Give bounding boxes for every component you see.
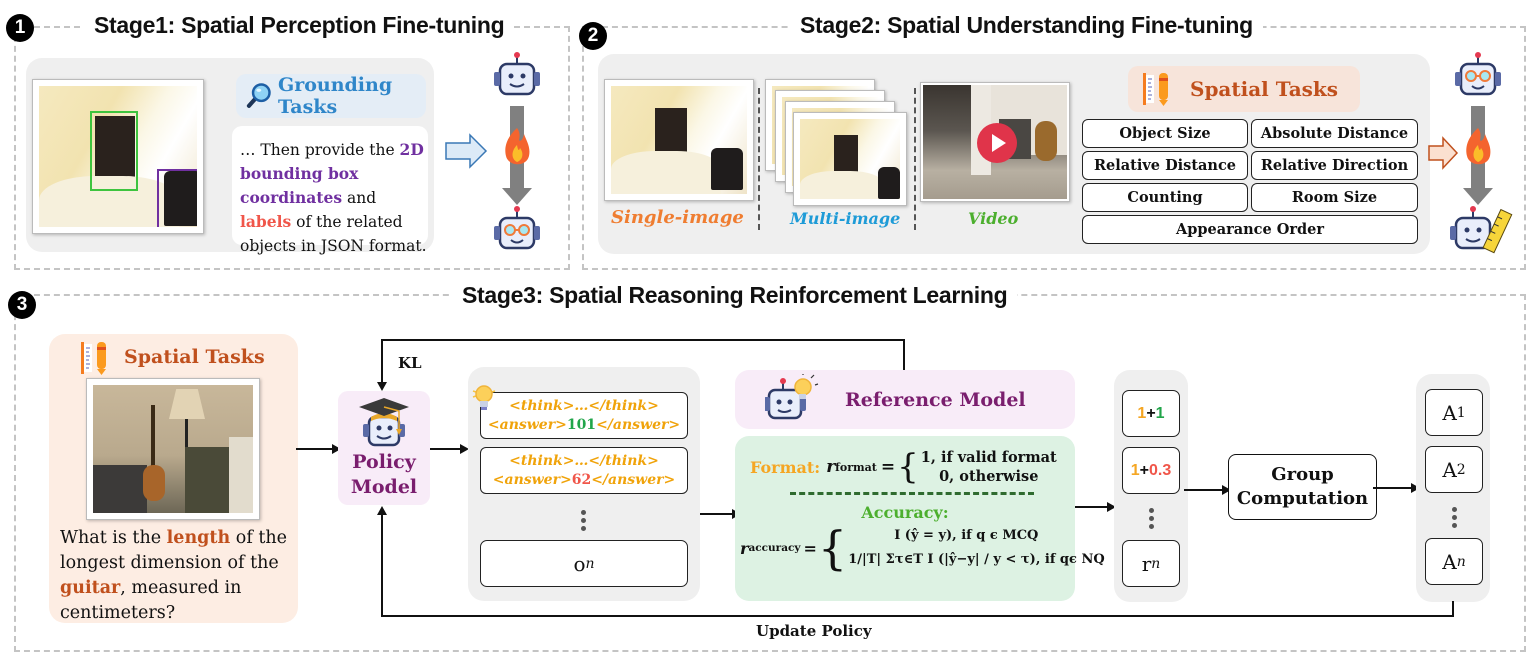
grounding-tasks-title: Grounding Tasks xyxy=(277,74,393,118)
question-length-highlight: length xyxy=(166,528,231,548)
update-line-horizontal xyxy=(381,615,1454,617)
fire-icon xyxy=(505,128,530,165)
kl-line-horizontal xyxy=(381,339,905,341)
stage3-task-title: Spatial Tasks xyxy=(124,346,265,368)
stage2-spatial-tasks-title: Spatial Tasks xyxy=(1190,77,1339,101)
glasses-robot-icon xyxy=(1455,52,1501,96)
output-1-value: 101 xyxy=(566,416,597,433)
arrow-task-to-policy xyxy=(296,448,334,450)
output-2-value: 62 xyxy=(571,471,592,488)
reward-2: 1+0.3 xyxy=(1122,447,1180,494)
task-relative-direction: Relative Direction xyxy=(1251,151,1418,180)
prompt-bbox-highlight: 2D bounding box coordinates xyxy=(240,140,424,207)
update-line-vertical-left xyxy=(381,514,383,617)
stage2-spatial-tasks-header: Spatial Tasks xyxy=(1128,66,1360,112)
advantages-ellipsis xyxy=(1452,507,1457,528)
question-guitar-highlight: guitar xyxy=(60,578,121,598)
update-line-vertical-right xyxy=(1452,601,1454,617)
arrow-group-to-advantages xyxy=(1373,487,1413,489)
stage3-question: What is the length of the longest dimens… xyxy=(60,528,288,623)
kl-line-vertical-left xyxy=(381,339,383,384)
reward-1: 1+1 xyxy=(1122,390,1180,437)
prompt-middle: and xyxy=(342,189,377,207)
grounding-prompt-box: … Then provide the 2D bounding box coord… xyxy=(232,126,428,255)
single-image-label: Single-image xyxy=(611,207,744,228)
arrow-reward-to-scores xyxy=(1075,506,1109,508)
task-room-size: Room Size xyxy=(1251,183,1418,212)
prompt-labels-highlight: labels xyxy=(240,212,292,231)
stage3-title: Stage3: Spatial Reasoning Reinforcement … xyxy=(452,282,1018,309)
format-case-valid: 1, if valid format xyxy=(920,449,1057,466)
outputs-ellipsis xyxy=(581,510,586,531)
ruler-robot-icon xyxy=(1450,206,1513,254)
output-2: <think>…</think> <answer>62</answer> xyxy=(480,447,688,494)
ruler-pencil-icon xyxy=(1143,73,1168,106)
arrow-outputs-to-reward xyxy=(700,513,734,515)
stage1-room-photo xyxy=(32,79,204,234)
format-label: Format: xyxy=(750,457,821,477)
room-image xyxy=(39,86,197,227)
task-absolute-distance: Absolute Distance xyxy=(1251,119,1418,148)
stage2-separator-1 xyxy=(758,88,760,230)
reference-robot-icon xyxy=(765,373,819,419)
task-object-size: Object Size xyxy=(1082,119,1248,148)
task-counting: Counting xyxy=(1082,183,1248,212)
reference-model-label: Reference Model xyxy=(845,388,1026,411)
bbox-green xyxy=(90,111,138,191)
kl-label: KL xyxy=(398,354,422,372)
glasses-robot-icon xyxy=(494,206,540,250)
ruler-pencil-icon xyxy=(81,342,106,375)
arrow-policy-to-outputs xyxy=(430,448,462,450)
prompt-prefix: … Then provide the xyxy=(240,141,400,159)
stage2-title: Stage2: Spatial Understanding Fine-tunin… xyxy=(790,12,1263,39)
accuracy-label: Accuracy: xyxy=(861,503,949,522)
task-relative-distance: Relative Distance xyxy=(1082,151,1248,180)
stage2-separator-2 xyxy=(914,88,916,230)
fire-icon xyxy=(1466,128,1491,165)
format-case-otherwise: 0, otherwise xyxy=(939,468,1039,485)
input-arrow-icon xyxy=(445,133,488,169)
graduate-robot-icon xyxy=(359,398,409,447)
grounding-tasks-header: Grounding Tasks xyxy=(236,74,426,118)
stage1-title: Stage1: Spatial Perception Fine-tuning xyxy=(84,12,515,39)
guitar-room-photo xyxy=(86,378,260,520)
reward-divider xyxy=(790,492,1034,495)
multi-image-label: Multi-image xyxy=(790,209,901,228)
reference-model-box: Reference Model xyxy=(735,370,1075,429)
policy-model-label: Policy Model xyxy=(350,451,418,498)
base-robot-icon xyxy=(494,52,540,96)
magnifier-icon xyxy=(246,83,271,108)
arrow-scores-to-group xyxy=(1184,489,1224,491)
lightbulb-icon xyxy=(472,385,496,410)
kl-line-vertical-right xyxy=(903,339,905,371)
play-button-icon[interactable] xyxy=(977,123,1017,163)
accuracy-case-nq: 1/|T| Στ∈T I (|ŷ−y| / y < τ), if qϵ NQ xyxy=(848,552,1105,567)
stage2-number-badge: 2 xyxy=(579,22,607,50)
output-1: <think>…</think> <answer>101</answer> xyxy=(480,392,688,439)
task-appearance-order: Appearance Order xyxy=(1082,215,1418,244)
accuracy-case-mcq: I (ŷ = y), if q ϵ MCQ xyxy=(894,528,1039,543)
bbox-purple xyxy=(157,169,197,227)
stage3-number-badge: 3 xyxy=(8,291,36,319)
stage1-number-badge: 1 xyxy=(6,14,34,42)
video-thumbnail xyxy=(920,82,1070,202)
prompt-suffix: of the related objects in JSON format. xyxy=(240,213,427,255)
update-policy-label: Update Policy xyxy=(756,622,872,640)
group-computation-box: Group Computation xyxy=(1228,454,1377,520)
rewards-ellipsis xyxy=(1149,508,1154,529)
single-image-photo xyxy=(604,79,754,201)
input-arrow-icon xyxy=(1428,136,1459,170)
multi-image-stack xyxy=(765,79,907,209)
stage2-training-flow xyxy=(1428,52,1513,254)
stage1-training-flow xyxy=(445,52,540,250)
video-label: Video xyxy=(968,209,1019,228)
reward-function-box xyxy=(735,436,1075,601)
